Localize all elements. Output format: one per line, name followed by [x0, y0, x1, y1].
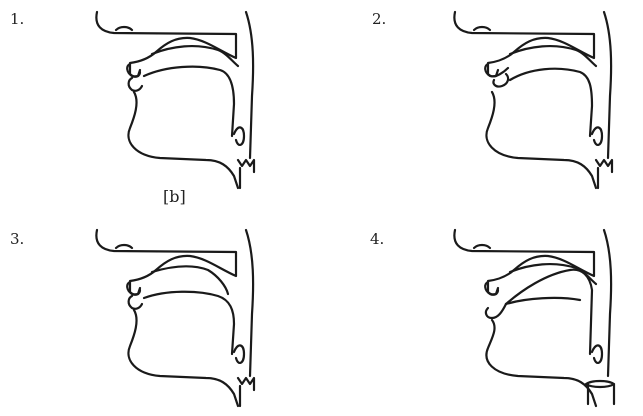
panel-4-number: 4.	[370, 230, 385, 248]
epiglottis	[232, 126, 246, 146]
panel-1-number: 1.	[10, 10, 25, 28]
lower-lip-labiodental	[492, 72, 510, 88]
vocal-folds-zigzag	[594, 158, 614, 190]
velum-raised	[508, 45, 598, 68]
nose-and-palate-outline	[453, 228, 596, 296]
jaw-outline	[127, 90, 240, 190]
vocal-tract-diagram-2	[453, 10, 614, 190]
nostril-outline	[114, 243, 134, 250]
pharynx-wall	[602, 10, 613, 160]
jaw-outline	[127, 308, 240, 408]
vocal-folds-zigzag	[236, 158, 256, 190]
pharynx-wall	[244, 228, 255, 378]
tongue-surface	[508, 67, 594, 138]
open-glottis	[584, 379, 616, 406]
epiglottis	[590, 126, 604, 146]
tongue-surface-raised	[504, 268, 594, 356]
jaw-outline	[485, 90, 598, 190]
vocal-folds-zigzag	[236, 376, 256, 408]
nostril-outline	[472, 25, 492, 32]
velum-raised	[150, 45, 240, 68]
jaw-outline	[485, 318, 598, 408]
nose-and-palate-outline	[453, 10, 596, 78]
pharynx-wall	[602, 228, 613, 378]
nostril-outline	[114, 25, 134, 32]
upper-lip	[126, 280, 142, 296]
tongue-surface	[142, 65, 236, 138]
upper-lip	[126, 62, 142, 78]
nose-and-palate-outline	[95, 228, 238, 296]
upper-lip	[484, 280, 500, 296]
sound-label-b: [b]	[163, 187, 186, 206]
lower-lip-closed	[127, 294, 144, 310]
vocal-tract-diagram-4	[453, 228, 616, 408]
panel-2-number: 2.	[372, 10, 387, 28]
pharynx-wall	[244, 10, 255, 160]
tongue-body	[504, 296, 582, 306]
vocal-tract-diagram-1	[95, 10, 256, 190]
panel-3-number: 3.	[10, 230, 25, 248]
upper-teeth-lip	[484, 62, 510, 78]
nose-and-palate-outline	[95, 10, 238, 78]
vocal-tract-diagram-3	[95, 228, 256, 408]
lower-lip-closed	[127, 76, 144, 92]
tongue-surface	[142, 290, 236, 356]
epiglottis	[590, 344, 604, 364]
velum-raised	[508, 263, 598, 286]
velum-lowered	[150, 265, 230, 296]
lower-lip-open	[484, 302, 508, 320]
nostril-outline	[472, 243, 492, 250]
epiglottis	[232, 344, 246, 364]
